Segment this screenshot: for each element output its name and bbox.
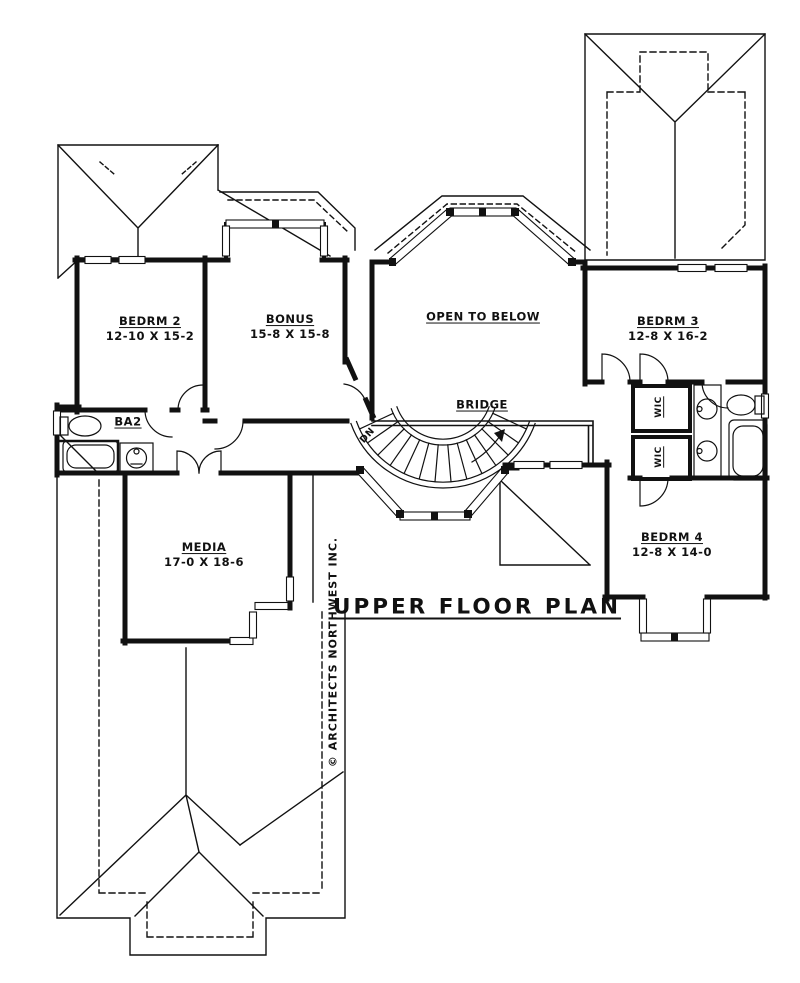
stairs (350, 406, 536, 489)
ba2-fixtures (55, 415, 154, 475)
bridge-railing (371, 420, 594, 463)
shower-sink-icon (119, 442, 154, 474)
room-label-bedrm2: BEDRM 2 12-10 X 15-2 (106, 314, 194, 344)
architect-credit: © ARCHITECTS NORTHWEST INC. (326, 536, 340, 768)
room-name: WIC (654, 446, 665, 468)
walls-medium (224, 222, 709, 635)
room-label-bedrm4: BEDRM 4 12-8 X 14-0 (632, 530, 712, 560)
room-label-bedrm3: BEDRM 3 12-8 X 16-2 (628, 314, 708, 344)
room-label-bonus: BONUS 15-8 X 15-8 (250, 312, 330, 342)
page-title: UPPER FLOOR PLAN (332, 594, 622, 620)
roof-top-left (57, 144, 331, 279)
roof-lower-wing (56, 431, 346, 956)
room-label-ba2: BA2 (114, 415, 141, 430)
stair-treads (358, 412, 528, 483)
window-caps (272, 208, 678, 641)
room-dims: 12-8 X 16-2 (628, 329, 708, 343)
roof-corner-piece (499, 479, 591, 566)
room-label-bridge: BRIDGE (456, 398, 508, 413)
room-name: BEDRM 4 (641, 530, 703, 545)
toilet-icon (726, 394, 765, 416)
room-label-open-to-below: OPEN TO BELOW (426, 310, 540, 325)
room-name: BONUS (265, 312, 315, 327)
room-dims: 12-10 X 15-2 (105, 329, 195, 343)
doors (144, 353, 729, 507)
room-name: OPEN TO BELOW (426, 309, 540, 324)
bathtub-icon (62, 440, 119, 473)
stair-direction-arrow (471, 429, 505, 463)
room-name: BRIDGE (456, 397, 508, 412)
room-dims: 15-8 X 15-8 (250, 327, 330, 341)
room-name: MEDIA (181, 540, 227, 555)
roof-top-right (584, 33, 766, 261)
room-name: BEDRM 3 (637, 314, 699, 329)
room-dims: 17-0 X 18-6 (164, 555, 244, 569)
room-dims: 12-8 X 14-0 (632, 545, 712, 559)
vanity-sinks-icon (693, 384, 722, 479)
room-name: WIC (654, 396, 665, 418)
room-label-wic-upper: WIC (654, 396, 666, 417)
toilet-icon (59, 415, 102, 437)
room-name: BEDRM 2 (119, 314, 181, 329)
bath-fixtures (693, 384, 768, 481)
bathtub-icon (728, 419, 768, 481)
roof-eaves-upper (219, 191, 591, 254)
room-name: BA2 (114, 414, 142, 429)
room-label-media: MEDIA 17-0 X 18-6 (164, 540, 244, 570)
room-label-wic-lower: WIC (654, 446, 666, 467)
